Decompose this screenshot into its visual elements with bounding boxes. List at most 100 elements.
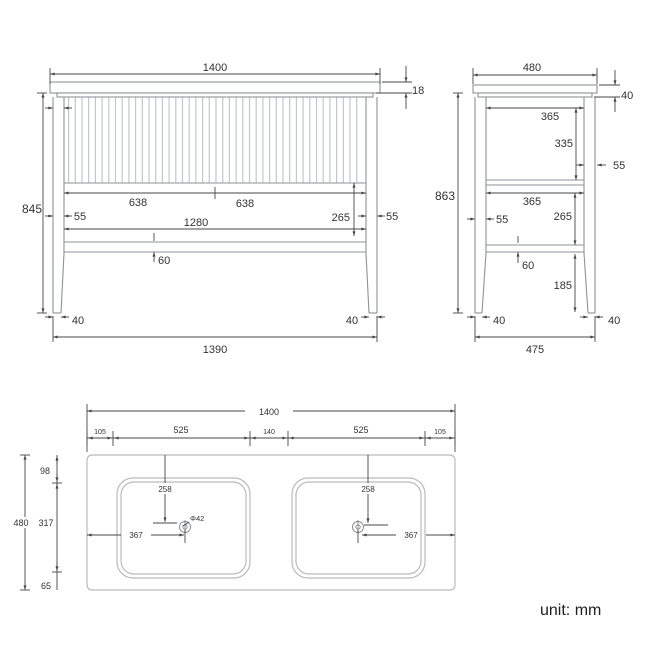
arrowhead [426,436,431,440]
arrowhead [486,217,491,221]
side-upper-height-label: 335 [555,138,573,150]
side-dim-depth-bottom: 475 [474,316,596,356]
arrowhead [53,335,58,339]
side-dim-upper-height: 335 [555,108,578,180]
arrowhead [579,106,584,110]
plan-view-drawing: 1400 105 5 [11,404,456,591]
plan-seg-label: 140 [263,429,275,436]
left-basin [116,477,251,579]
arrowhead [64,214,69,218]
side-dim-leg-height: 185 [554,254,577,312]
arrowhead [55,566,59,571]
arrowhead [450,533,455,537]
side-dim-depth-inner-lower: 365 [486,191,584,208]
arrowhead [574,175,578,180]
arrowhead [597,163,602,167]
side-foot-left-label: 40 [493,315,505,327]
front-side-left-label: 55 [74,211,86,223]
left-leg [474,97,487,314]
arrowhead [88,436,93,440]
front-dim-height: 845 [22,92,47,314]
arrowhead [55,484,59,489]
front-dim-width-bottom: 1390 [52,316,378,356]
drawing-line [365,252,370,314]
front-thickness-label: 18 [412,85,424,97]
arrowhead [470,217,475,221]
left-leg [52,97,65,314]
front-width-bottom-label: 1390 [203,344,227,356]
arrowhead [87,409,92,413]
right-basin [291,477,426,579]
countertop-side [472,84,598,94]
plan-seg-label: 105 [94,429,106,436]
drawing-line [295,481,422,575]
front-dim-opening-width: 1280 [64,217,366,231]
plan-width-label: 1400 [259,407,279,417]
arrowhead [61,315,66,319]
front-dim-side-left: 55 [45,211,86,223]
arrowhead [613,80,617,85]
plan-dim-segments: 105 525 140 525 105 [86,425,456,446]
side-height-label: 863 [435,189,455,203]
arrowhead [590,335,595,339]
arrowhead [364,315,369,319]
front-height-label: 845 [22,202,42,216]
countertop-plan [86,454,456,591]
arrowhead [516,252,520,257]
arrowhead [579,163,584,167]
arrowhead [404,93,408,98]
drawing-line [583,252,589,314]
arrowhead [361,214,366,218]
side-depth-inner-upper-label: 365 [541,111,559,123]
side-dim-rail: 60 [516,236,534,272]
left-drain-left-label: 367 [129,531,143,540]
arrowhead [289,436,294,440]
arrowhead [64,106,69,110]
arrowhead [486,191,491,195]
arrowhead [23,455,27,460]
arrowhead [362,533,367,537]
drawing-line [120,481,247,575]
side-dim-frame-left: 55 [467,214,508,226]
arrowhead [377,315,382,319]
drawing-line [354,483,382,494]
side-dim-depth-inner-upper: 365 [486,106,584,123]
arrowhead [366,518,370,523]
plan-depth-front-label: 65 [41,581,51,591]
arrowhead [50,72,55,76]
left-drain-back-label: 258 [158,485,172,494]
side-dimensions: 480 40 863 365 [435,62,633,356]
arrowhead [372,335,377,339]
side-dim-foot-left: 40 [467,315,505,327]
front-side-right-label: 55 [386,211,398,223]
front-rail-label: 60 [158,255,170,267]
side-dim-foot-right: 40 [580,315,620,327]
arrowhead [377,214,382,218]
side-dim-opening-height: 265 [554,193,577,245]
arrowhead [251,436,256,440]
front-width-top-label: 1400 [203,62,227,74]
side-thickness-label: 40 [621,90,633,102]
arrowhead [41,308,45,313]
plan-dimensions: 1400 105 5 [11,404,456,591]
front-foot-right-label: 40 [346,315,358,327]
front-view-drawing: 1400 18 845 [22,62,424,356]
side-structure [472,84,598,314]
plan-seg-label: 525 [353,425,368,435]
plan-dim-right-basin: 258 367 [354,455,455,543]
front-opening-width-label: 1280 [184,217,208,229]
arrowhead [456,93,460,98]
arrowhead [244,436,249,440]
side-leg-height-label: 185 [554,280,572,292]
arrowhead [48,214,53,218]
arrowhead [574,108,578,113]
drawing-line [116,477,251,579]
arrowhead [419,436,424,440]
side-frame-left-label: 55 [496,214,508,226]
arrowhead [375,72,380,76]
side-depth-top-label: 480 [523,62,541,74]
arrowhead [595,315,600,319]
arrowhead [583,315,588,319]
front-dim-opening-height: 265 [332,183,356,236]
